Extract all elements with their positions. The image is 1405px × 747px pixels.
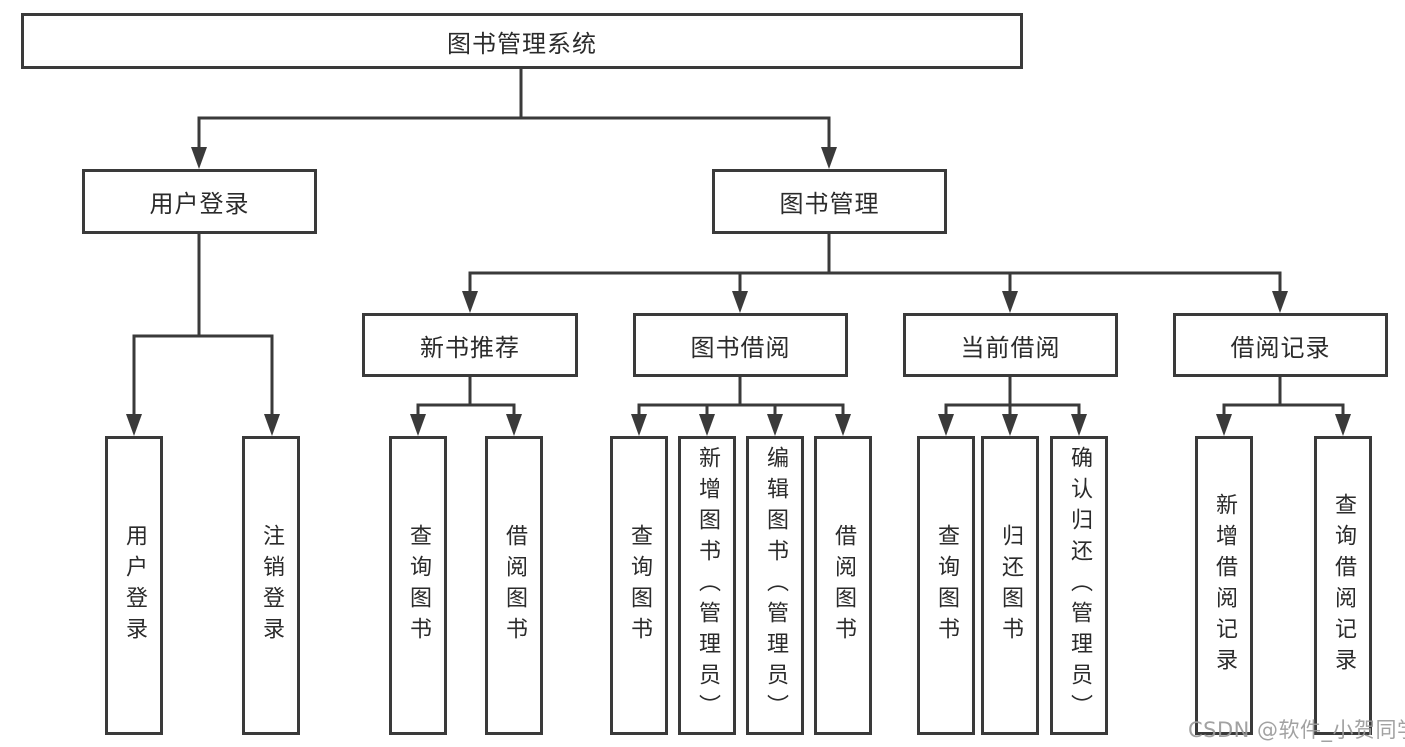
leaf-confirm-return-admin: 确认归还（管理员） xyxy=(1050,436,1108,735)
node-current-borrowing: 当前借阅 xyxy=(903,313,1118,377)
leaf-query-books-current: 查询图书 xyxy=(917,436,975,735)
leaf-query-books-borrowing: 查询图书 xyxy=(610,436,668,735)
leaf-query-books-recommend: 查询图书 xyxy=(389,436,447,735)
leaf-logout: 注销登录 xyxy=(242,436,300,735)
node-borrowing-records: 借阅记录 xyxy=(1173,313,1388,377)
leaf-edit-book-admin: 编辑图书（管理员） xyxy=(746,436,804,735)
node-book-borrowing: 图书借阅 xyxy=(633,313,848,377)
leaf-borrow-books-recommend: 借阅图书 xyxy=(485,436,543,735)
leaf-add-book-admin: 新增图书（管理员） xyxy=(678,436,736,735)
leaf-user-login: 用户登录 xyxy=(105,436,163,735)
node-user-login: 用户登录 xyxy=(82,169,317,234)
node-new-book-recommendation: 新书推荐 xyxy=(362,313,578,377)
leaf-return-books: 归还图书 xyxy=(981,436,1039,735)
watermark: CSDN @软件_小贺同学 xyxy=(1188,718,1405,742)
leaf-query-borrow-record: 查询借阅记录 xyxy=(1314,436,1372,735)
node-system-root: 图书管理系统 xyxy=(21,13,1023,69)
node-book-management: 图书管理 xyxy=(712,169,947,234)
leaf-add-borrow-record: 新增借阅记录 xyxy=(1195,436,1253,735)
leaf-borrow-books-borrowing: 借阅图书 xyxy=(814,436,872,735)
arrowheads xyxy=(126,147,1351,436)
